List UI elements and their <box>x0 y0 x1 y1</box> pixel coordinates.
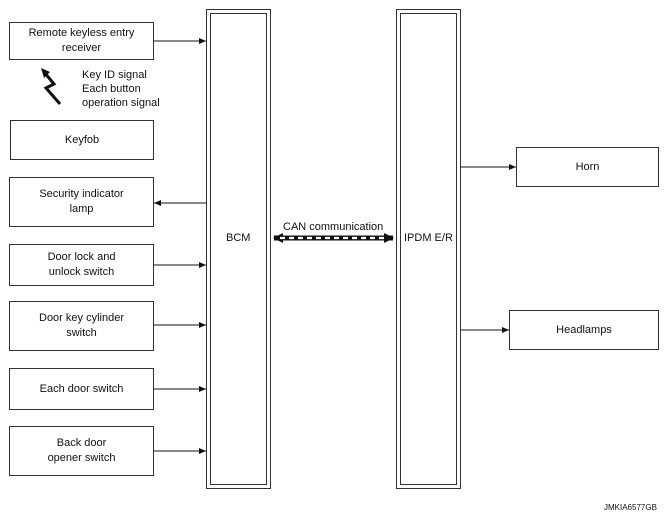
security-indicator-lamp-box: Security indicator lamp <box>9 177 154 227</box>
box-label-line: Keyfob <box>64 133 100 146</box>
box-label-line: Remote keyless entry <box>28 27 135 40</box>
box-label-line: Door lock and <box>47 251 116 264</box>
signal-line: Each button <box>82 83 141 95</box>
each-door-switch-box: Each door switch <box>9 368 154 410</box>
signal-line: operation signal <box>82 97 160 109</box>
ipdm-inner-border <box>400 13 457 485</box>
ipdm-er-label: IPDM E/R <box>404 232 453 244</box>
back-door-opener-switch-box: Back door opener switch <box>9 426 154 476</box>
ipdm-er-module <box>396 9 461 489</box>
remote-keyless-entry-receiver-box: Remote keyless entry receiver <box>9 22 154 60</box>
box-label-line: Security indicator <box>39 188 124 201</box>
bcm-inner-border <box>210 13 267 485</box>
bcm-label: BCM <box>226 232 251 244</box>
keyfob-box: Keyfob <box>10 120 154 160</box>
signal-line: Key ID signal <box>82 69 147 81</box>
box-label-line: Back door <box>56 437 107 450</box>
wireless-signal-icon <box>41 68 62 105</box>
bcm-module <box>206 9 271 489</box>
headlamps-box: Headlamps <box>509 310 659 350</box>
box-label-line: Horn <box>575 160 600 173</box>
box-label-line: unlock switch <box>48 266 115 278</box>
can-communication-label: CAN communication <box>283 221 384 233</box>
box-label-line: Each door switch <box>39 382 124 395</box>
box-label-line: Headlamps <box>556 323 612 336</box>
box-label-line: receiver <box>61 42 102 54</box>
door-key-cylinder-switch-box: Door key cylinder switch <box>9 301 154 351</box>
box-label-line: opener switch <box>47 452 116 464</box>
box-label-line: switch <box>66 327 97 339</box>
box-label-line: Door key cylinder <box>39 312 124 325</box>
box-label-line: lamp <box>69 203 94 215</box>
signal-description: Key ID signal Each button operation sign… <box>82 68 160 110</box>
horn-box: Horn <box>516 147 659 187</box>
figure-id: JMKIA6577GB <box>604 503 657 512</box>
door-lock-unlock-switch-box: Door lock and unlock switch <box>9 244 154 286</box>
